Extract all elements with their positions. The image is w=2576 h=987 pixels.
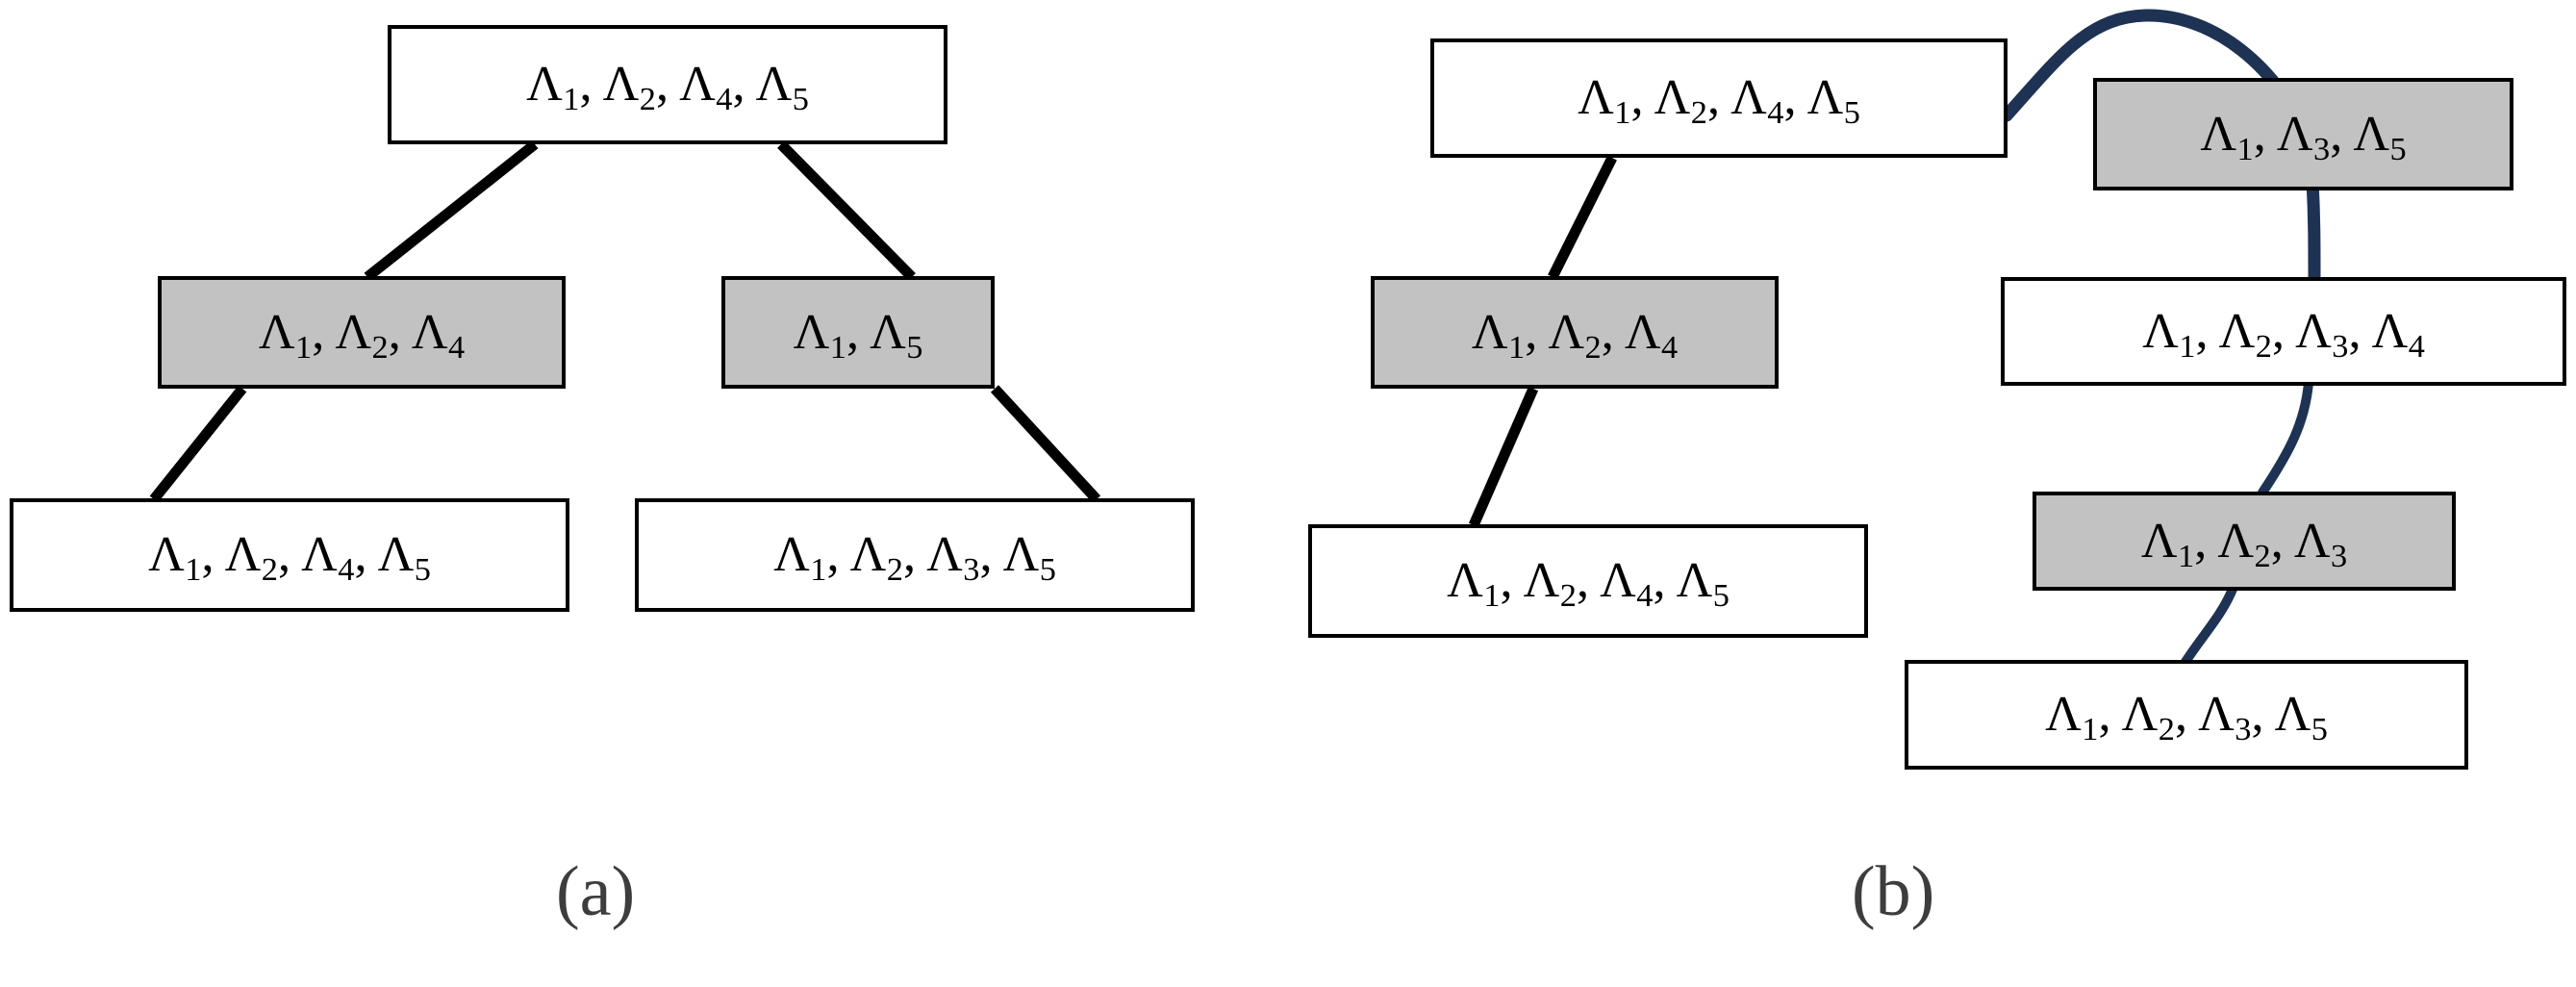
node-a-left-label: Λ1, Λ2, Λ4 [258,304,466,366]
caption-panel-b: (b) [1852,852,1935,931]
edge-a-root-to-right [777,140,916,281]
node-a-leaf2[interactable]: Λ1, Λ2, Λ3, Λ5 [635,498,1195,612]
caption-panel-a: (a) [556,852,636,931]
node-b-r4[interactable]: Λ1, Λ2, Λ3, Λ5 [1905,660,2468,770]
node-b-r1[interactable]: Λ1, Λ3, Λ5 [2093,78,2513,190]
edge-b-l1-to-l2 [1468,386,1539,528]
node-b-l2-label: Λ1, Λ2, Λ4, Λ5 [1447,553,1730,615]
node-b-r2-label: Λ1, Λ2, Λ3, Λ4 [2142,303,2425,365]
node-a-right[interactable]: Λ1, Λ5 [721,276,995,389]
edge-b-r3-to-r4 [2181,582,2238,667]
node-b-l1-label: Λ1, Λ2, Λ4 [1471,304,1679,366]
node-a-root[interactable]: Λ1, Λ2, Λ4, Λ5 [388,25,947,144]
node-a-right-label: Λ1, Λ5 [793,304,923,366]
node-b-root-label: Λ1, Λ2, Λ4, Λ5 [1578,70,1860,132]
node-a-root-label: Λ1, Λ2, Λ4, Λ5 [526,57,809,118]
node-b-r3-label: Λ1, Λ2, Λ3 [2140,513,2348,574]
node-b-l1[interactable]: Λ1, Λ2, Λ4 [1371,276,1779,389]
edge-b-r1-to-r2 [2306,174,2321,284]
node-a-leaf1-label: Λ1, Λ2, Λ4, Λ5 [148,527,431,589]
edge-b-r2-to-r3 [2258,378,2313,497]
node-b-root[interactable]: Λ1, Λ2, Λ4, Λ5 [1430,38,2008,158]
node-b-r4-label: Λ1, Λ2, Λ3, Λ5 [2045,687,2328,748]
edge-b-root-to-l1 [1548,155,1617,280]
node-a-left[interactable]: Λ1, Λ2, Λ4 [158,276,566,389]
node-a-leaf2-label: Λ1, Λ2, Λ3, Λ5 [773,527,1056,589]
node-a-leaf1[interactable]: Λ1, Λ2, Λ4, Λ5 [10,498,569,612]
node-b-l2[interactable]: Λ1, Λ2, Λ4, Λ5 [1308,524,1868,638]
edge-a-root-to-left [364,139,539,282]
node-b-r2[interactable]: Λ1, Λ2, Λ3, Λ4 [2001,277,2566,386]
node-b-r3[interactable]: Λ1, Λ2, Λ3 [2033,492,2456,591]
edge-a-right-to-leaf2 [990,385,1101,503]
edge-a-left-to-leaf1 [149,385,247,503]
node-b-r1-label: Λ1, Λ3, Λ5 [2200,106,2407,167]
